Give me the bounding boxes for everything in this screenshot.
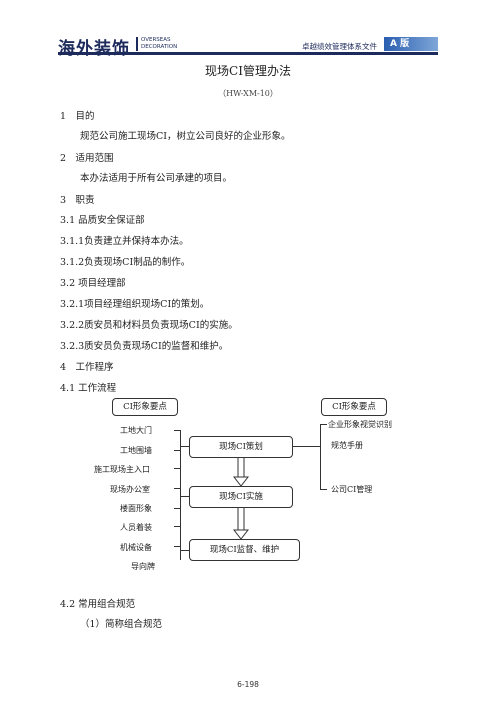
section-heading: 1 目的 [60, 111, 95, 122]
paragraph: 规范公司施工现场CI，树立公司良好的企业形象。 [80, 131, 291, 142]
subsection-heading: 4.2 常用组合规范 [60, 599, 136, 610]
flowchart-right-item: 规范手册 [331, 441, 363, 450]
document-code: （HW-XM-10） [218, 89, 278, 98]
header-rule [58, 52, 438, 55]
connector-to-right [293, 446, 320, 447]
paragraph: （1）简称组合规范 [80, 619, 163, 630]
flowchart-right-header: CI形象要点 [321, 398, 387, 416]
brand-name: 海外装饰 [58, 39, 130, 59]
flowchart-right-connector [320, 424, 321, 490]
flowchart-arrow-down [232, 508, 250, 539]
paragraph: 本办法适用于所有公司承建的项目。 [80, 173, 233, 184]
edition-badge: A 版 [384, 37, 438, 51]
connector-tick [174, 468, 180, 469]
system-title: 卓越绩效管理体系文件 [302, 42, 377, 51]
brand-english-line-2: DECORATION [141, 44, 178, 50]
connector-tick [174, 488, 180, 489]
list-item: 3.2.1项目经理组织现场CI的策划。 [60, 299, 210, 310]
flowchart-left-item: 施工现场主入口 [94, 465, 150, 474]
document-title: 现场CI管理办法 [205, 64, 291, 78]
flowchart-left-item: 工地围墙 [120, 446, 152, 455]
subsection-heading: 4.1 工作流程 [60, 383, 117, 394]
connector-tick [174, 526, 180, 527]
list-item: 3.2.2质安员和材料员负责现场CI的实施。 [60, 320, 238, 331]
flowchart-left-item: 导向牌 [131, 562, 155, 571]
list-item: 3.1.1负责建立并保持本办法。 [60, 236, 189, 247]
flowchart-left-item: 工地大门 [120, 426, 152, 435]
subsection-heading: 3.2 项目经理部 [60, 278, 126, 289]
brand-english-line-1: OVERSEAS [141, 37, 171, 43]
section-heading: 4 工作程序 [60, 362, 114, 373]
flowchart-left-item: 楼面形象 [120, 504, 152, 513]
connector-tick [320, 424, 327, 425]
connector-to-step [180, 496, 189, 497]
subsection-heading: 3.1 品质安全保证部 [60, 215, 145, 226]
flowchart-step-plan: 现场CI策划 [189, 436, 293, 458]
flowchart-left-item: 机械设备 [120, 543, 152, 552]
flowchart-arrow-down [232, 458, 250, 486]
section-heading: 2 适用范围 [60, 153, 114, 164]
connector-tick [174, 508, 180, 509]
flowchart-left-item: 人员着装 [120, 523, 152, 532]
flowchart-right-item: 公司CI管理 [331, 485, 373, 494]
connector-tick [174, 546, 180, 547]
connector-tick [320, 489, 327, 490]
flowchart-left-header: CI形象要点 [112, 398, 178, 416]
list-item: 3.2.3质安员负责现场CI的监督和维护。 [60, 341, 229, 352]
connector-tick [174, 430, 180, 431]
brand-english: OVERSEAS DECORATION [136, 37, 177, 51]
page-header: 海外装饰 OVERSEAS DECORATION 卓越绩效管理体系文件 A 版 [0, 0, 496, 59]
connector-to-step [180, 550, 189, 551]
page-number: 6-198 [237, 680, 259, 689]
flowchart-left-connector [180, 430, 181, 560]
list-item: 3.1.2负责现场CI制品的制作。 [60, 257, 191, 268]
section-heading: 3 职责 [60, 195, 95, 206]
flowchart-left-item: 现场办公室 [110, 485, 150, 494]
flowchart-step-supervise: 现场CI监督、维护 [189, 539, 300, 561]
connector-to-step [180, 446, 189, 447]
flowchart-right-item: 企业形象视觉识别 [328, 420, 392, 429]
connector-tick [174, 450, 180, 451]
flowchart-step-implement: 现场CI实施 [189, 486, 293, 508]
